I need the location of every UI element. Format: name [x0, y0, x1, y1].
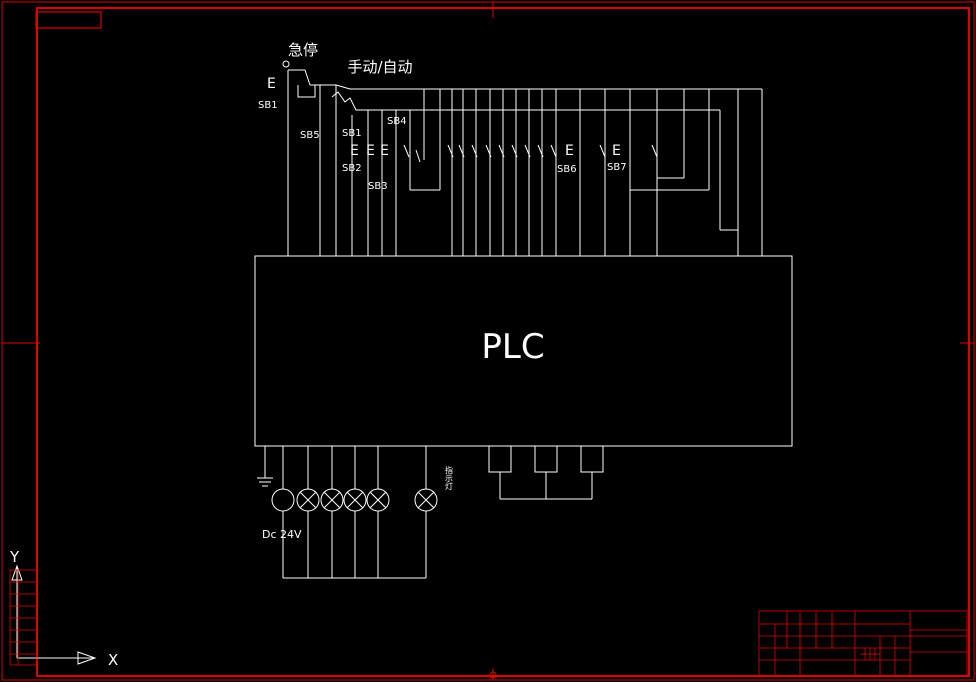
contact-symbol: E [612, 143, 621, 159]
lamp [366, 488, 390, 512]
estop-label: 急停 [288, 41, 318, 59]
contact-symbol: E [350, 143, 359, 159]
sb7-label: SB7 [607, 162, 627, 173]
contact-symbol: E [267, 76, 276, 92]
sb4-label: SB4 [387, 116, 407, 127]
ucs-axis-icon [11, 564, 97, 665]
sb6-label: SB6 [557, 164, 577, 175]
contact-symbol: E [565, 143, 574, 159]
output-wiring [257, 445, 604, 579]
input-wiring [287, 69, 763, 256]
revision-strip [9, 569, 38, 666]
contact-symbol: E [380, 143, 389, 159]
sb3-label: SB3 [368, 181, 388, 192]
lamp [414, 488, 438, 512]
lamp [320, 488, 344, 512]
sb2-label: SB2 [342, 163, 362, 174]
sb5-label: SB5 [300, 130, 320, 141]
y-axis-label: Y [9, 548, 20, 566]
power-indicator [271, 488, 295, 512]
lamp-label: 指示灯 [445, 465, 454, 491]
indicator-lamps [271, 488, 438, 512]
contact-symbol: E [366, 143, 375, 159]
sb1-left-label: SB1 [258, 100, 278, 111]
lamp [343, 488, 367, 512]
title-block [758, 610, 968, 677]
label-box [35, 11, 102, 29]
mode-switch-label: 手动/自动 [347, 58, 412, 76]
x-axis-label: X [108, 651, 118, 669]
lamp [296, 488, 320, 512]
estop-terminal [282, 60, 290, 68]
plc-block [254, 255, 793, 447]
power-label: Dc 24V [262, 528, 302, 541]
plc-label: PLC [481, 327, 544, 367]
sb1-right-label: SB1 [342, 128, 362, 139]
